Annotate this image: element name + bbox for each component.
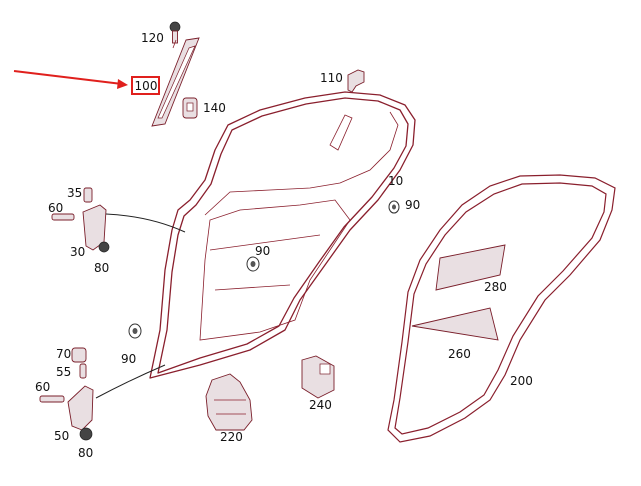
- catch-240: [301, 355, 335, 399]
- grommet-90-lower: [128, 323, 142, 339]
- callout-50[interactable]: 50: [54, 429, 69, 443]
- callout-80-upper[interactable]: 80: [94, 261, 109, 275]
- rear-door-frame: [149, 91, 416, 379]
- callout-labels: 100 120 140 110 35 60 30 80 90 10 90 280…: [35, 31, 533, 460]
- callout-240[interactable]: 240: [309, 398, 332, 412]
- upper-hinge-30: [51, 187, 110, 253]
- lower-hinge-50: [39, 347, 94, 441]
- callout-60-upper[interactable]: 60: [48, 201, 63, 215]
- callout-200[interactable]: 200: [510, 374, 533, 388]
- callout-70[interactable]: 70: [56, 347, 71, 361]
- check-strap-220: [205, 373, 253, 431]
- callout-260[interactable]: 260: [448, 347, 471, 361]
- callout-110[interactable]: 110: [320, 71, 343, 85]
- callout-60-lower[interactable]: 60: [35, 380, 50, 394]
- window-trim-100[interactable]: [151, 37, 200, 127]
- callout-90-center[interactable]: 90: [255, 244, 270, 258]
- panel-280: [435, 244, 506, 291]
- callout-55[interactable]: 55: [56, 365, 71, 379]
- callout-90-lower[interactable]: 90: [121, 352, 136, 366]
- callout-80-lower[interactable]: 80: [78, 446, 93, 460]
- door-seal-200: [387, 174, 616, 443]
- grommet-90-center: [246, 256, 260, 272]
- callout-220[interactable]: 220: [220, 430, 243, 444]
- highlight-arrow: [13, 70, 128, 89]
- highlight-box-100: [131, 76, 160, 95]
- callout-140[interactable]: 140: [203, 101, 226, 115]
- clip-140: [182, 97, 198, 119]
- callout-90-right[interactable]: 90: [405, 198, 420, 212]
- callout-10[interactable]: 10: [388, 174, 403, 188]
- grommet-90-right: [388, 200, 400, 214]
- callout-30[interactable]: 30: [70, 245, 85, 259]
- panel-260: [411, 307, 499, 341]
- callout-280[interactable]: 280: [484, 280, 507, 294]
- bracket-110: [347, 69, 365, 93]
- callout-100[interactable]: 100: [135, 79, 158, 93]
- screw-120: [169, 21, 181, 44]
- callout-120[interactable]: 120: [141, 31, 164, 45]
- callout-35[interactable]: 35: [67, 186, 82, 200]
